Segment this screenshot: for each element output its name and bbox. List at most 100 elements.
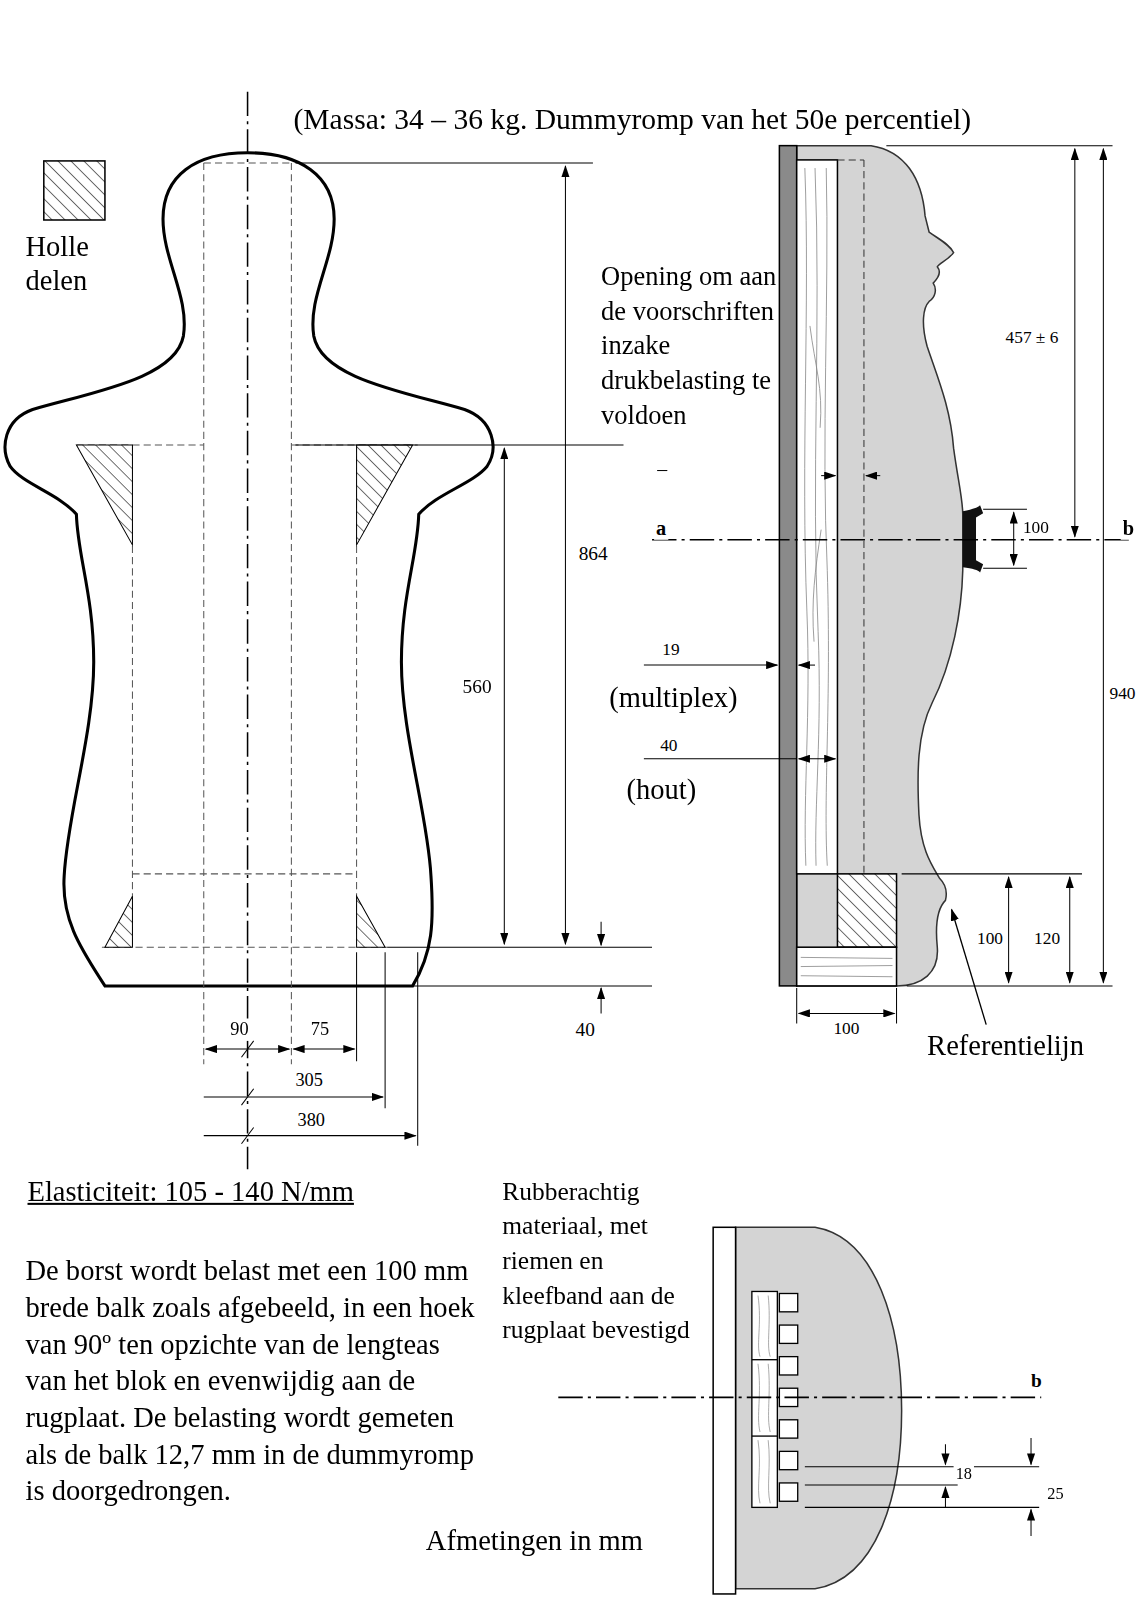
dimension-label: 25 [1045, 1484, 1065, 1504]
drawing-rect [779, 1293, 797, 1311]
dimension-label: 100 [1021, 517, 1051, 538]
dimension-label: 100 [831, 1019, 861, 1040]
dimension-label: 40 [574, 1019, 597, 1042]
drawing-line [204, 1096, 383, 1097]
drawing-path [810, 326, 821, 428]
drawing-rect [779, 1483, 797, 1501]
drawing-line [132, 873, 356, 874]
drawing-path [768, 1296, 770, 1357]
drawing-line [356, 952, 357, 1061]
drawing-line [952, 910, 987, 1025]
drawing-line [241, 1089, 253, 1105]
drawing-path [736, 1227, 902, 1589]
drawing-line [601, 922, 602, 945]
figure-title: (Massa: 34 – 36 kg. Dummyromp van het 50… [293, 102, 971, 137]
dimension-label: 864 [577, 543, 610, 566]
drawing-line [752, 1435, 777, 1436]
dimension-label: a [654, 515, 668, 539]
legend-swatch [44, 161, 105, 220]
drawing-line [558, 1397, 1041, 1399]
drawing-line [796, 988, 797, 1024]
side-view [779, 146, 983, 986]
dimension-label: 380 [295, 1110, 327, 1132]
drawing-rect [797, 947, 897, 986]
drawing-line [385, 952, 386, 1108]
drawing-polygon [105, 896, 133, 947]
dimension-label: 75 [309, 1019, 331, 1041]
drawing-polygon [357, 445, 413, 545]
drawing-line [821, 475, 835, 476]
note-text: De borst wordt belast met een 100 mm bre… [25, 1253, 485, 1510]
dimension-label: 940 [1107, 683, 1137, 704]
drawing-line [799, 758, 836, 759]
drawing-line [102, 947, 387, 948]
drawing-line [387, 947, 652, 948]
drawing-rect [752, 1291, 777, 1507]
note-text: (hout) [627, 772, 697, 806]
drawing-line [657, 470, 667, 471]
drawing-line [241, 1127, 253, 1143]
drawing-line [204, 1135, 416, 1136]
drawing-path [758, 1440, 760, 1503]
drawing-line [799, 665, 815, 666]
drawing-line [1013, 512, 1014, 565]
drawing-path [805, 168, 808, 866]
drawing-line [907, 985, 1113, 986]
note-text: Afmetingen in mm [426, 1524, 643, 1558]
drawing-rect [713, 1227, 735, 1594]
drawing-g [801, 957, 893, 976]
drawing-line [1031, 1438, 1032, 1464]
dimension-label: 40 [658, 735, 679, 756]
drawing-line [1069, 877, 1070, 983]
drawing-rect [797, 160, 838, 874]
drawing-rect [779, 1451, 797, 1469]
drawing-rect [779, 1357, 797, 1375]
drawing-path [825, 168, 829, 866]
drawing-rect [779, 1420, 797, 1438]
drawing-line [837, 159, 863, 160]
drawing-line [644, 758, 797, 759]
drawing-line [293, 1049, 354, 1050]
drawing-rect [779, 146, 796, 986]
dimension-label: b [1029, 1370, 1044, 1393]
drawing-line [863, 160, 864, 874]
drawing-g [805, 168, 829, 866]
drawing-line [1103, 149, 1104, 983]
drawing-line [204, 162, 292, 163]
drawing-line [601, 988, 602, 1013]
legend-text: Holle delen [25, 229, 117, 298]
drawing-line [805, 1466, 1039, 1467]
drawing-line [945, 1487, 946, 1507]
drawing-line [866, 475, 880, 476]
drawing-line [902, 873, 1082, 874]
note-text: Rubberachtig materiaal, met riemen en kl… [502, 1174, 690, 1347]
drawing-polygon [357, 896, 386, 947]
dimension-label: 90 [228, 1019, 250, 1041]
drawing-path [758, 1296, 760, 1357]
drawing-path [963, 505, 983, 572]
note-text: Elasticiteit: 105 - 140 N/mm [28, 1174, 354, 1208]
drawing-line [644, 665, 777, 666]
drawing-path [797, 146, 963, 986]
drawing-line [801, 957, 893, 958]
drawing-line [247, 92, 249, 1170]
drawing-line [417, 952, 418, 1146]
drawing-line [413, 985, 652, 986]
drawing-line [801, 976, 893, 977]
drawing-rect [779, 1325, 797, 1343]
note-text: Opening om aan de voorschriften inzake d… [601, 260, 776, 433]
drawing-line [799, 1013, 895, 1014]
drawing-line [291, 163, 292, 1064]
dimension-label: 457 ± 6 [1004, 328, 1061, 349]
drawing-path [813, 530, 821, 642]
drawing-line [295, 162, 592, 163]
drawing-path [815, 168, 819, 866]
note-text: Referentielijn [927, 1029, 1084, 1063]
drawing-line [295, 445, 623, 446]
drawing-line [896, 988, 897, 1024]
drawing-line [1074, 149, 1075, 537]
front-dimensions [204, 163, 652, 1146]
drawing-line [652, 539, 1133, 541]
drawing-line [945, 1444, 946, 1464]
